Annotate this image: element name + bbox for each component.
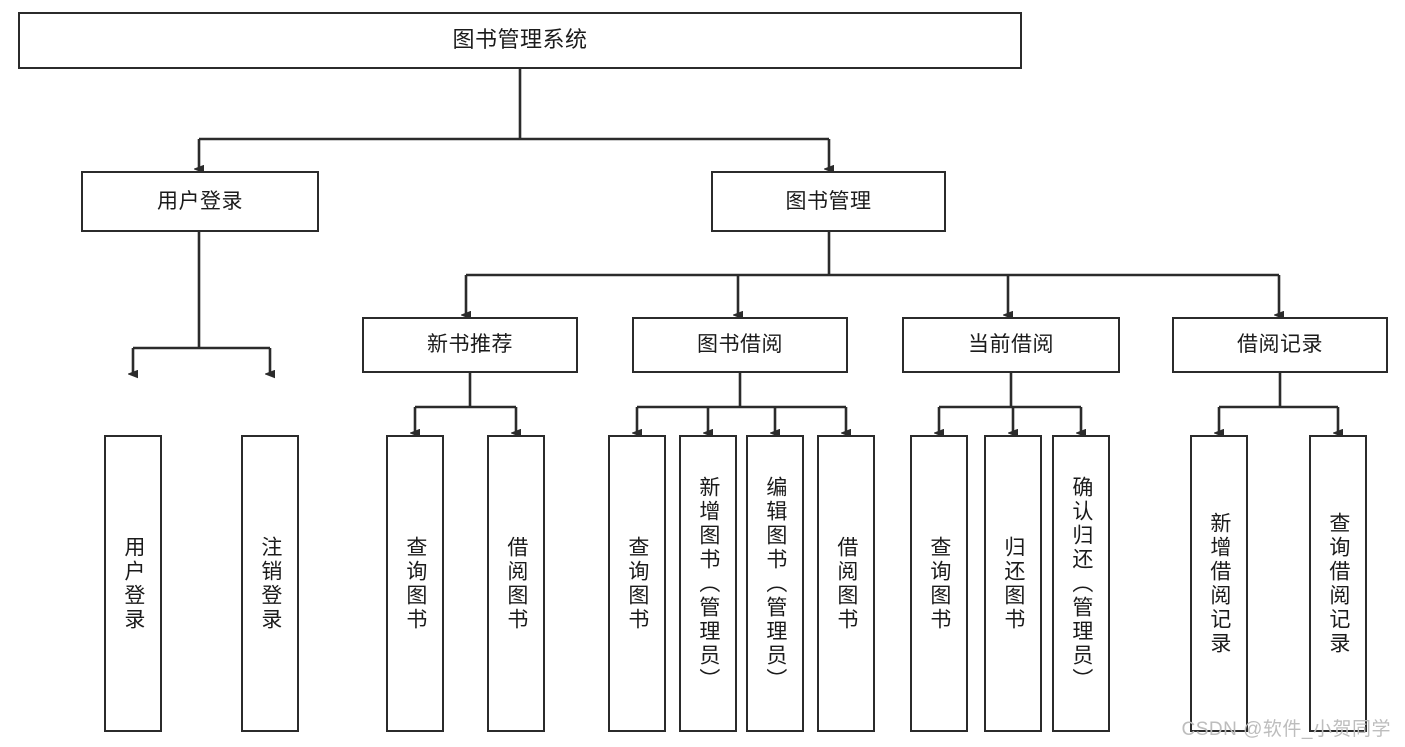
node-label: 查询图书 <box>403 535 427 632</box>
node-leaf-borrow-book-rec[interactable]: 借阅图书 <box>487 435 545 732</box>
node-borrow-record[interactable]: 借阅记录 <box>1172 317 1388 373</box>
node-label: 查询图书 <box>625 535 649 632</box>
node-label: 借阅记录 <box>1237 333 1323 357</box>
node-label: 确认归还（管理员） <box>1069 475 1093 692</box>
node-leaf-query-borrow-record[interactable]: 查询借阅记录 <box>1309 435 1367 732</box>
node-user-login[interactable]: 用户登录 <box>81 171 319 232</box>
node-label: 查询图书 <box>927 535 951 632</box>
node-label: 注销登录 <box>258 535 282 632</box>
node-leaf-query-book-borrow[interactable]: 查询图书 <box>608 435 666 732</box>
node-label: 查询借阅记录 <box>1326 511 1350 656</box>
node-label: 图书管理系统 <box>452 27 588 53</box>
node-label: 图书管理 <box>785 189 872 213</box>
node-label: 用户登录 <box>121 535 145 632</box>
watermark: CSDN @软件_小贺同学 <box>1181 719 1391 740</box>
node-leaf-borrow-book[interactable]: 借阅图书 <box>817 435 875 732</box>
node-root[interactable]: 图书管理系统 <box>18 12 1022 69</box>
node-leaf-user-login[interactable]: 用户登录 <box>104 435 162 732</box>
node-label: 新增借阅记录 <box>1207 511 1231 656</box>
node-label: 当前借阅 <box>968 333 1054 357</box>
node-label: 新书推荐 <box>427 333 513 357</box>
node-current-borrow[interactable]: 当前借阅 <box>902 317 1120 373</box>
node-label: 用户登录 <box>157 189 243 213</box>
node-label: 编辑图书（管理员） <box>763 475 787 692</box>
node-label: 新增图书（管理员） <box>696 475 720 692</box>
node-leaf-query-book-rec[interactable]: 查询图书 <box>386 435 444 732</box>
node-leaf-user-logout[interactable]: 注销登录 <box>241 435 299 732</box>
node-label: 借阅图书 <box>504 535 528 632</box>
node-book-management[interactable]: 图书管理 <box>711 171 946 232</box>
node-leaf-add-borrow-record[interactable]: 新增借阅记录 <box>1190 435 1248 732</box>
node-leaf-edit-book-admin[interactable]: 编辑图书（管理员） <box>746 435 804 732</box>
node-leaf-return-book[interactable]: 归还图书 <box>984 435 1042 732</box>
node-label: 图书借阅 <box>697 333 783 357</box>
node-new-book-recommend[interactable]: 新书推荐 <box>362 317 578 373</box>
node-leaf-confirm-return-admin[interactable]: 确认归还（管理员） <box>1052 435 1110 732</box>
node-label: 归还图书 <box>1001 535 1025 632</box>
node-label: 借阅图书 <box>834 535 858 632</box>
node-leaf-query-book-current[interactable]: 查询图书 <box>910 435 968 732</box>
node-book-borrow[interactable]: 图书借阅 <box>632 317 848 373</box>
node-leaf-add-book-admin[interactable]: 新增图书（管理员） <box>679 435 737 732</box>
